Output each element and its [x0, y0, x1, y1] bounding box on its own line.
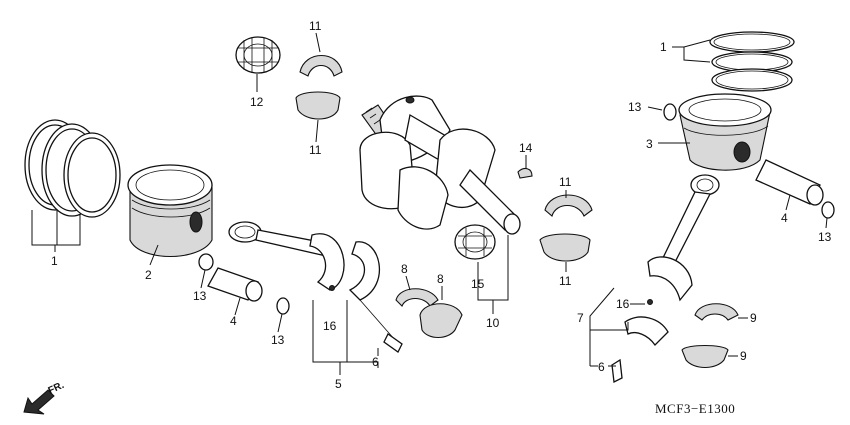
callout-6-right: 6	[598, 360, 605, 374]
bearing-shell-11-mid-lower	[539, 233, 591, 262]
callout-13-left-1: 13	[193, 289, 207, 303]
bearing-8-upper	[395, 288, 439, 307]
callout-13-left-2: 13	[271, 333, 285, 347]
callout-6-left: 6	[372, 355, 379, 369]
callout-7: 7	[577, 311, 584, 325]
callout-3: 3	[646, 137, 653, 151]
crankshaft	[359, 95, 521, 235]
callout-1-right: 1	[660, 40, 667, 54]
diagram-code: MCF3−E1300	[655, 401, 735, 416]
callout-5: 5	[335, 377, 342, 391]
piston-pin-right	[755, 159, 824, 206]
piston-rings-right	[709, 31, 795, 92]
callout-8-right: 8	[437, 272, 444, 286]
clip-left-2	[276, 297, 290, 315]
connecting-rod-left	[228, 221, 403, 353]
bearing-shell-11-top-lower	[295, 91, 341, 120]
bearing-shell-11-mid-upper	[544, 194, 593, 217]
clip-right-1	[663, 103, 677, 121]
callout-16-left: 16	[323, 319, 337, 333]
connecting-rod-right	[611, 174, 720, 383]
bearing-9-lower	[681, 344, 729, 369]
callout-11-mid-lower: 11	[559, 274, 572, 288]
bearing-9-upper	[694, 303, 739, 321]
front-direction-label: FR.	[47, 380, 66, 397]
callout-11-top-lower: 11	[309, 143, 322, 157]
bearing-8-lower	[419, 303, 463, 339]
clip-right-2	[821, 201, 835, 219]
callout-11-top-upper: 11	[309, 19, 322, 33]
callout-2: 2	[145, 268, 152, 282]
callout-9-lower: 9	[740, 349, 747, 363]
leader-lines	[31, 32, 828, 375]
callout-16-right: 16	[616, 297, 630, 311]
piston-right	[678, 93, 772, 171]
callout-14: 14	[519, 141, 533, 155]
piston-rings-left	[24, 119, 121, 218]
needle-bearing-12	[235, 36, 281, 74]
bearing-shell-11-top-upper	[299, 55, 343, 77]
callout-9-upper: 9	[750, 311, 757, 325]
callout-11-mid-upper: 11	[559, 175, 572, 189]
callout-1-left: 1	[51, 254, 58, 268]
needle-bearing-15	[454, 224, 496, 260]
callout-4-right: 4	[781, 211, 788, 225]
woodruff-key	[517, 167, 533, 179]
callout-15: 15	[471, 277, 485, 291]
piston-pin-left	[207, 267, 263, 302]
callout-13-right-1: 13	[628, 100, 642, 114]
callout-13-right-2: 13	[818, 230, 832, 244]
piston-left	[127, 164, 213, 257]
callout-10: 10	[486, 316, 500, 330]
callout-12: 12	[250, 95, 264, 109]
clip-left-1	[198, 253, 214, 271]
callout-8-left: 8	[401, 262, 408, 276]
callout-4-left: 4	[230, 314, 237, 328]
front-direction-arrow-icon	[23, 389, 55, 415]
